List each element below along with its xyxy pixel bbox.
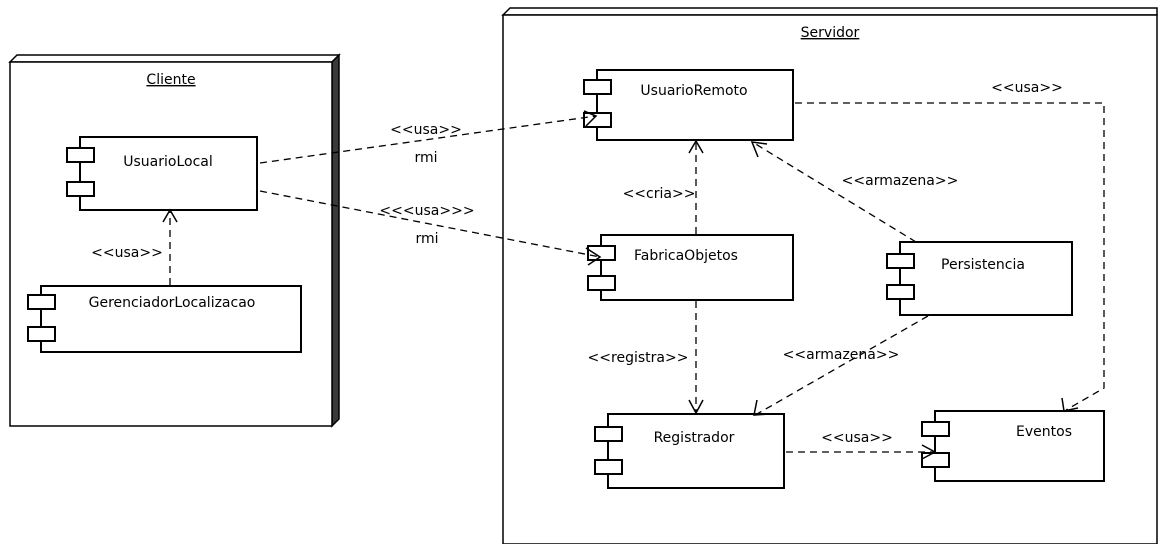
component-icon xyxy=(27,326,56,342)
edge-local-remoto[interactable] xyxy=(259,115,597,164)
component-icon xyxy=(587,245,616,261)
edge-local-remoto-note: rmi xyxy=(414,150,437,166)
component-label: Persistencia xyxy=(941,257,1025,273)
edge-local-fabrica-stereotype: <<<usa>>> xyxy=(379,203,474,219)
arrowhead-icon xyxy=(688,399,704,415)
component-usuario-local[interactable]: UsuarioLocal xyxy=(66,136,258,211)
node-cliente-title: Cliente xyxy=(146,72,195,88)
component-registrador[interactable]: Registrador xyxy=(594,413,785,489)
component-label: Eventos xyxy=(1016,424,1072,440)
edge-persistencia-registrador[interactable] xyxy=(756,315,929,415)
edge-fabrica-registrador-stereotype: <<registra>> xyxy=(588,350,689,366)
component-icon xyxy=(27,294,56,310)
component-fabrica-objetos[interactable]: FabricaObjetos xyxy=(587,234,794,301)
edge-local-fabrica-note: rmi xyxy=(415,231,438,247)
edge-persistencia-remoto-stereotype: <<armazena>> xyxy=(842,173,959,189)
edge-registrador-eventos-stereotype: <<usa>> xyxy=(821,430,893,446)
component-usuario-remoto[interactable]: UsuarioRemoto xyxy=(583,69,794,141)
arrowhead-icon xyxy=(585,247,602,266)
component-label: Registrador xyxy=(654,430,735,446)
component-label: FabricaObjetos xyxy=(634,248,738,264)
edge-persistencia-remoto[interactable] xyxy=(753,142,917,243)
component-icon xyxy=(583,112,612,128)
component-icon xyxy=(587,275,616,291)
edge-local-fabrica[interactable] xyxy=(259,190,601,258)
arrowhead-icon xyxy=(162,208,178,223)
component-gerenciador-localizacao[interactable]: GerenciadorLocalizacao xyxy=(27,285,302,353)
component-icon xyxy=(583,79,612,95)
component-label: UsuarioRemoto xyxy=(640,83,747,99)
component-persistencia[interactable]: Persistencia xyxy=(886,241,1073,316)
component-icon xyxy=(921,452,950,468)
component-icon xyxy=(886,253,915,269)
component-icon xyxy=(66,181,95,197)
arrowhead-icon xyxy=(583,110,598,127)
node-cliente[interactable]: Cliente xyxy=(8,53,341,428)
component-icon xyxy=(921,421,950,437)
component-icon xyxy=(66,147,95,163)
component-icon xyxy=(594,426,623,442)
component-label: UsuarioLocal xyxy=(123,154,213,170)
edge-fabrica-remoto-stereotype: <<cria>> xyxy=(623,186,696,202)
component-icon xyxy=(594,459,623,475)
edge-gerenciador-local-stereotype: <<usa>> xyxy=(91,245,163,261)
edge-remoto-eventos[interactable] xyxy=(795,102,1105,411)
arrowhead-icon xyxy=(688,139,704,154)
arrowhead-icon xyxy=(753,399,770,416)
edge-local-remoto-stereotype: <<usa>> xyxy=(390,122,462,138)
edge-persistencia-registrador-stereotype: <<armazena>> xyxy=(783,347,900,363)
edge-remoto-eventos-stereotype: <<usa>> xyxy=(991,80,1063,96)
arrowhead-icon xyxy=(921,444,937,460)
node-servidor-title: Servidor xyxy=(801,25,860,41)
arrowhead-icon xyxy=(1061,397,1079,412)
component-icon xyxy=(886,284,915,300)
component-label: GerenciadorLocalizacao xyxy=(89,295,256,311)
component-eventos[interactable]: Eventos xyxy=(921,410,1105,482)
arrowhead-icon xyxy=(750,141,768,158)
